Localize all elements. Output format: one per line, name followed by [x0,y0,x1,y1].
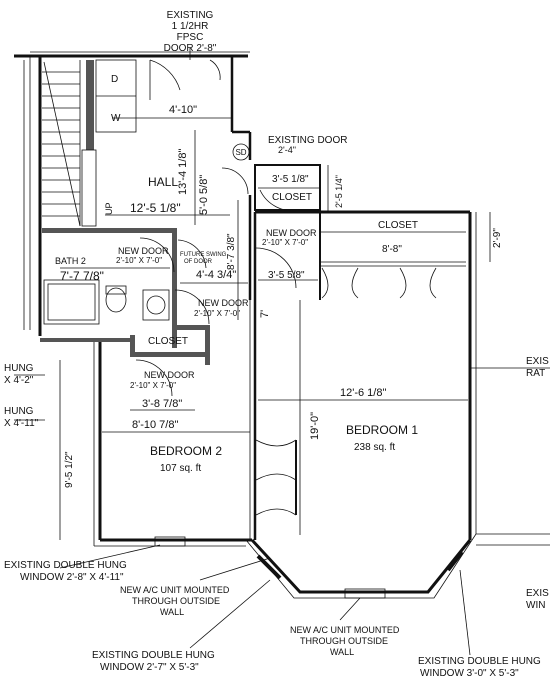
existing-fpsc-door-line3: FPSC [177,32,204,43]
new-door-bed2-line1: NEW DOOR [144,370,195,380]
new-door-closet-line2: 2'-10" X 7'-0" [194,309,240,318]
bath-top-wall [42,228,177,233]
closet-b1-dim: 8'-8" [382,244,402,255]
bedroom1-label: BEDROOM 1 [346,423,418,437]
dim-3-8: 3'-8 7/8" [142,398,182,410]
ac-unit-2-line2: THROUGH OUTSIDE [300,636,388,646]
window-mid-line1: EXISTING DOUBLE HUNG [92,650,215,661]
left-hung-1-line1: HUNG [4,363,34,374]
dryer-label: D [111,74,118,85]
hall-width-dim: 4'-10" [169,104,197,116]
closet-b2-label: CLOSET [148,336,188,347]
existing-door-line2: 2'-4" [278,145,296,155]
closet-b1-label: CLOSET [378,220,418,231]
dim-4-4: 4'-4 3/4" [196,269,236,281]
labels: EXISTING 1 1/2HR FPSC DOOR 2'-8" D W 4'-… [4,10,549,679]
new-door-bed2-line2: 2'-10" X 7'-0" [130,381,176,390]
left-hung-2-line1: HUNG [4,406,34,417]
hall-dim-vertical-2: 5'-0 5/8" [198,175,210,215]
ac-unit-1-line2: THROUGH OUTSIDE [132,596,220,606]
dim-3-5: 3'-5 5/8" [268,270,305,281]
small-closet-depth: 2'-5 1/4" [334,175,344,208]
smoke-detector-icon [232,143,250,161]
new-door-hall-line2: 2'-10" X 7'-0" [262,238,308,247]
bathtub [43,279,100,325]
future-swing-line1: FUTURE SWING [180,252,227,258]
hall-label: HALL [148,175,178,189]
window-left-line2: WINDOW 2'-8" X 4'-11" [20,572,124,583]
hall-dim-vertical-1: 13'-4 1/8" [177,149,189,195]
small-closet-walls [254,164,321,211]
doors [135,59,301,397]
future-swing-line2: OF DOOR [184,259,213,265]
new-door-bath-line2: 2'-10" X 7'-0" [116,256,162,265]
bedroom1-area: 238 sq. ft [354,442,395,453]
ac-unit-1-line1: NEW A/C UNIT MOUNTED [120,585,230,595]
window-bedroom2 [154,536,186,547]
dim-9-5: 9'-5 1/2" [64,451,75,488]
dim-7: 7' [259,310,271,318]
dimension-lines [14,48,550,656]
existing-door-line1: EXISTING DOOR [268,135,347,146]
toilet [105,287,127,313]
closet-bifold-doors [321,267,437,299]
bath2-label: BATH 2 [55,256,86,266]
right-existing-line2: RAT [526,368,545,379]
dim-8-7: 8'-7 3/8" [226,233,237,270]
small-closet-dim: 3'-5 1/8" [272,174,309,185]
left-hung-1-line2: X 4'-2" [4,375,34,386]
ac-unit-1-line3: WALL [160,607,184,617]
bedroom2-closet-doors [255,439,297,516]
new-door-closet-line1: NEW DOOR [198,298,249,308]
bedroom2-area: 107 sq. ft [160,463,201,474]
window-left-line1: EXISTING DOUBLE HUNG [4,560,127,571]
right-existing-line1: EXIS [526,356,549,367]
window-bay-center [344,588,386,599]
new-door-bath-line1: NEW DOOR [118,246,169,256]
walls [14,51,550,599]
stair [42,60,97,227]
right-bottom-line2: WIN [526,600,545,611]
closet-b1-depth: 2'-9" [492,228,503,248]
ac-unit-2-line3: WALL [330,647,354,657]
existing-fpsc-door-line4: DOOR 2'-8" [164,43,217,54]
existing-fpsc-door-line2: 1 1/2HR [172,21,209,32]
window-right-line1: EXISTING DOUBLE HUNG [418,656,541,667]
small-closet-label: CLOSET [272,192,312,203]
hall-length-dim: 12'-5 1/8" [130,201,181,215]
bath2-dim: 7'-7 7/8" [60,269,104,283]
existing-fpsc-door-line1: EXISTING [167,10,214,21]
bay-window-wall [250,538,472,594]
left-hung-2-line2: X 4'-11" [4,418,39,429]
dim-19-0: 19'-0" [309,412,321,440]
stair-up-label: UP [104,202,114,215]
new-door-hall-line1: NEW DOOR [266,228,317,238]
sink [142,289,170,321]
bedroom2-label: BEDROOM 2 [150,444,222,458]
window-mid-line2: WINDOW 2'-7" X 5'-3" [100,662,199,673]
dim-12-6: 12'-6 1/8" [340,387,386,399]
dim-8-10: 8'-10 7/8" [132,419,178,431]
right-bottom-line1: EXIS [526,588,549,599]
washer-label: W [111,113,121,124]
smoke-detector-label: SD [235,148,246,157]
window-right-line2: WINDOW 3'-0" X 5'-3" [420,668,519,679]
ac-unit-2-line1: NEW A/C UNIT MOUNTED [290,625,400,635]
